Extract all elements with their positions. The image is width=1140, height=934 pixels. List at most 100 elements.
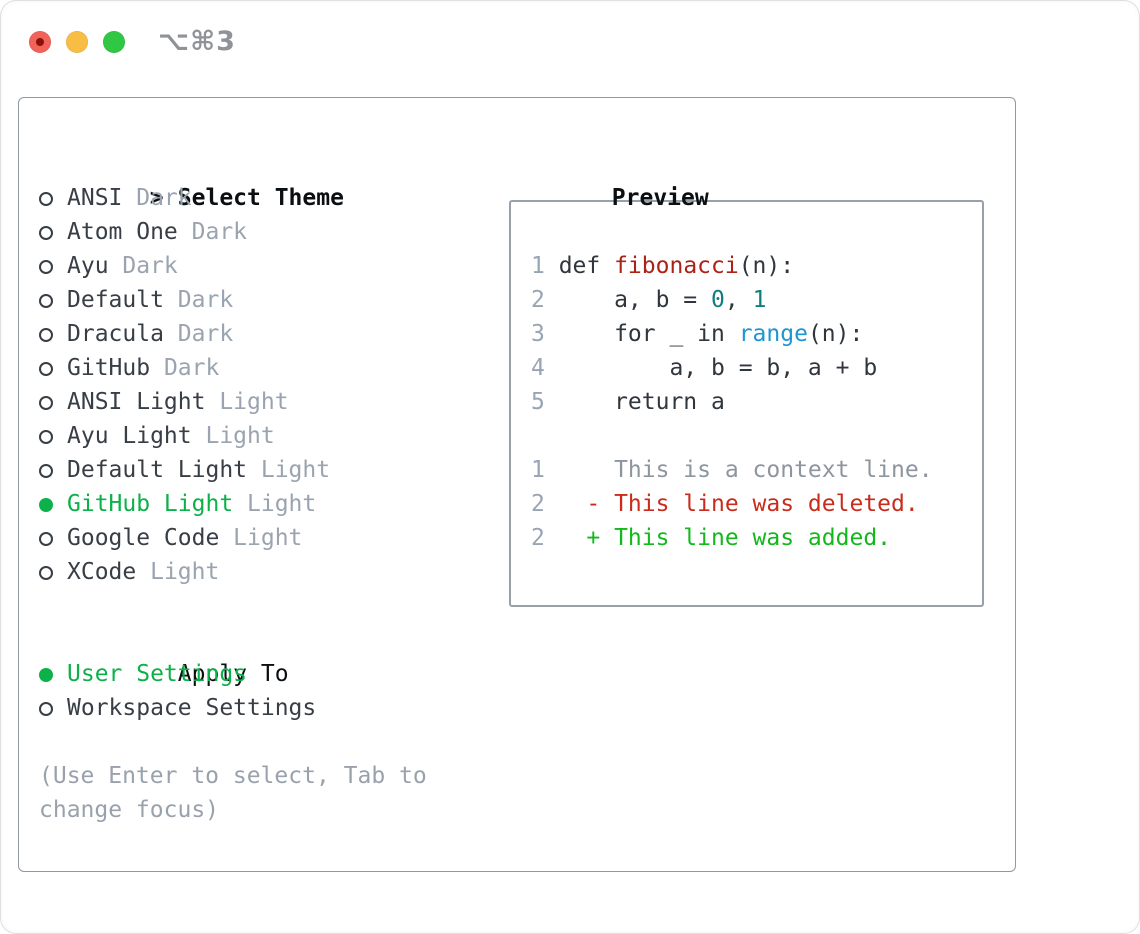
line-number: 1	[531, 457, 545, 483]
code-token-plain: for _ in	[558, 321, 739, 347]
code-line: 4 a, b = b, a + b	[531, 351, 982, 385]
option-label: Ayu	[67, 253, 109, 279]
line-number: 1	[531, 253, 545, 279]
code-token-builtin: range	[738, 321, 808, 347]
code-token-number: 1	[752, 287, 767, 313]
radio-icon	[39, 362, 53, 376]
code-line: 5 return a	[531, 385, 982, 419]
code-token-plain: a, b =	[558, 287, 712, 313]
code-token-plain: ,	[724, 287, 753, 313]
theme-option-atom-one[interactable]: Atom One Dark	[39, 215, 481, 249]
code-token-context: This is a context line.	[558, 457, 933, 483]
option-variant: Dark	[177, 321, 234, 347]
spacer	[39, 589, 481, 623]
close-button-dot	[36, 37, 44, 46]
theme-option-github[interactable]: GitHub Dark	[39, 351, 481, 385]
line-number: 5	[531, 389, 545, 415]
option-variant: Dark	[163, 355, 220, 381]
option-variant: Light	[233, 525, 303, 551]
radio-selected-icon	[39, 668, 53, 682]
apply-to-header-row: Apply To	[39, 623, 481, 687]
code-line	[531, 419, 982, 453]
option-variant: Light	[150, 559, 220, 585]
option-variant: Light	[247, 491, 317, 517]
theme-option-default[interactable]: Default Dark	[39, 283, 481, 317]
code-line: 1 def fibonacci(n):	[531, 249, 982, 283]
theme-option-ansi-light[interactable]: ANSI Light Light	[39, 385, 481, 419]
select-theme-header: Select Theme	[177, 185, 344, 211]
theme-option-github-light[interactable]: GitHub Light Light	[39, 487, 481, 521]
option-label: Default	[67, 287, 164, 313]
help-line: (Use Enter to select, Tab to	[39, 763, 427, 789]
line-number: 4	[531, 355, 545, 381]
code-line: 2 - This line was deleted.	[531, 487, 982, 521]
radio-selected-icon	[39, 498, 53, 512]
theme-option-ayu-light[interactable]: Ayu Light Light	[39, 419, 481, 453]
option-label: Atom One	[67, 219, 178, 245]
spacer	[39, 725, 481, 759]
theme-option-xcode[interactable]: XCode Light	[39, 555, 481, 589]
theme-option-google-code[interactable]: Google Code Light	[39, 521, 481, 555]
select-theme-header-row: >Select Theme	[39, 147, 481, 211]
code-token-function: fibonacci	[614, 253, 739, 279]
code-token-plain: def	[558, 253, 615, 279]
code-token-number: 0	[711, 287, 725, 313]
option-variant: Light	[205, 423, 275, 449]
option-variant: Dark	[136, 185, 192, 211]
radio-icon	[39, 226, 53, 240]
apply-option-workspace-settings[interactable]: Workspace Settings	[39, 691, 481, 725]
option-label: Google Code	[67, 525, 220, 551]
option-label: ANSI Light	[67, 389, 206, 415]
line-number: 2	[531, 525, 545, 551]
close-button-icon[interactable]	[29, 30, 51, 53]
option-label: Ayu Light	[67, 423, 192, 449]
theme-option-ansi[interactable]: ANSI Dark	[39, 181, 481, 215]
option-variant: Light	[219, 389, 289, 415]
preview-header: Preview	[611, 185, 709, 211]
titlebar: ⌥⌘3	[0, 0, 1140, 57]
help-text: (Use Enter to select, Tab to change focus…	[39, 759, 481, 827]
radio-icon	[39, 532, 53, 546]
window-title: ⌥⌘3	[158, 26, 236, 57]
option-variant: Light	[260, 457, 331, 483]
line-number: 2	[531, 491, 545, 517]
option-label: GitHub Light	[67, 491, 234, 517]
apply-option-user-settings[interactable]: User Settings	[39, 657, 481, 691]
option-variant: Dark	[177, 287, 234, 313]
line-number: 2	[531, 287, 545, 313]
radio-icon	[39, 566, 53, 580]
code-line: 1 This is a context line.	[531, 453, 982, 487]
code-line: 2 a, b = 0, 1	[531, 283, 982, 317]
code-token-plain: (n):	[738, 253, 795, 279]
code-token-added: + This line was added.	[558, 525, 892, 551]
zoom-button-icon[interactable]	[103, 30, 125, 53]
code-line: 3 for _ in range(n):	[531, 317, 982, 351]
option-label: User Settings	[67, 661, 248, 687]
apply-to-header: Apply To	[177, 661, 289, 687]
option-label: Workspace Settings	[67, 695, 317, 721]
code-token-plain: a, b = b, a + b	[558, 355, 878, 381]
theme-option-default-light[interactable]: Default Light Light	[39, 453, 481, 487]
radio-icon	[39, 702, 53, 716]
option-label: XCode	[67, 559, 137, 585]
code-line: 2 + This line was added.	[531, 521, 982, 555]
option-label: ANSI	[67, 185, 123, 211]
code-token-plain: return a	[558, 389, 725, 415]
line-number: 3	[531, 321, 545, 347]
option-variant: Dark	[191, 219, 248, 245]
radio-icon	[39, 294, 53, 308]
code-token-plain: (n):	[807, 321, 864, 347]
minimize-button-icon[interactable]	[66, 30, 88, 53]
option-label: Default Light	[67, 457, 248, 483]
option-label: GitHub	[67, 355, 151, 381]
help-line: change focus)	[39, 797, 220, 823]
